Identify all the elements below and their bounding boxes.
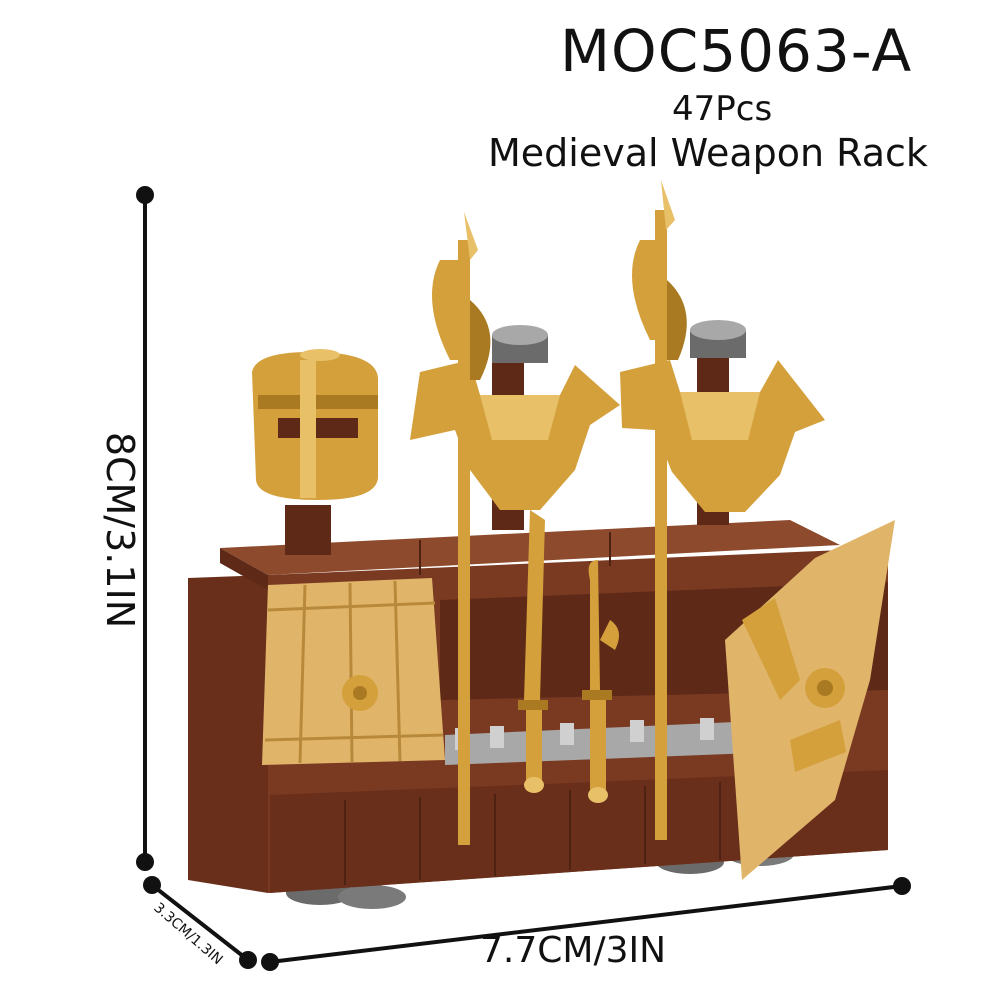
- golden-armor-right: [620, 360, 825, 512]
- width-dimension-label: 7.7CM/3IN: [480, 930, 667, 971]
- sword-right: [582, 560, 619, 803]
- product-name: Medieval Weapon Rack: [488, 131, 928, 175]
- sword-left: [518, 510, 548, 793]
- golden-helmet: [252, 349, 378, 500]
- halberd-left: [432, 212, 491, 845]
- product-model-title: MOC5063-A: [560, 17, 913, 85]
- crate-shield: [262, 578, 445, 765]
- halberd-right: [632, 180, 687, 840]
- gold-shield: [725, 520, 895, 880]
- dimension-lines: [136, 186, 911, 971]
- piece-count: 47Pcs: [672, 89, 773, 129]
- height-dimension-label: 8CM/3.1IN: [98, 431, 142, 629]
